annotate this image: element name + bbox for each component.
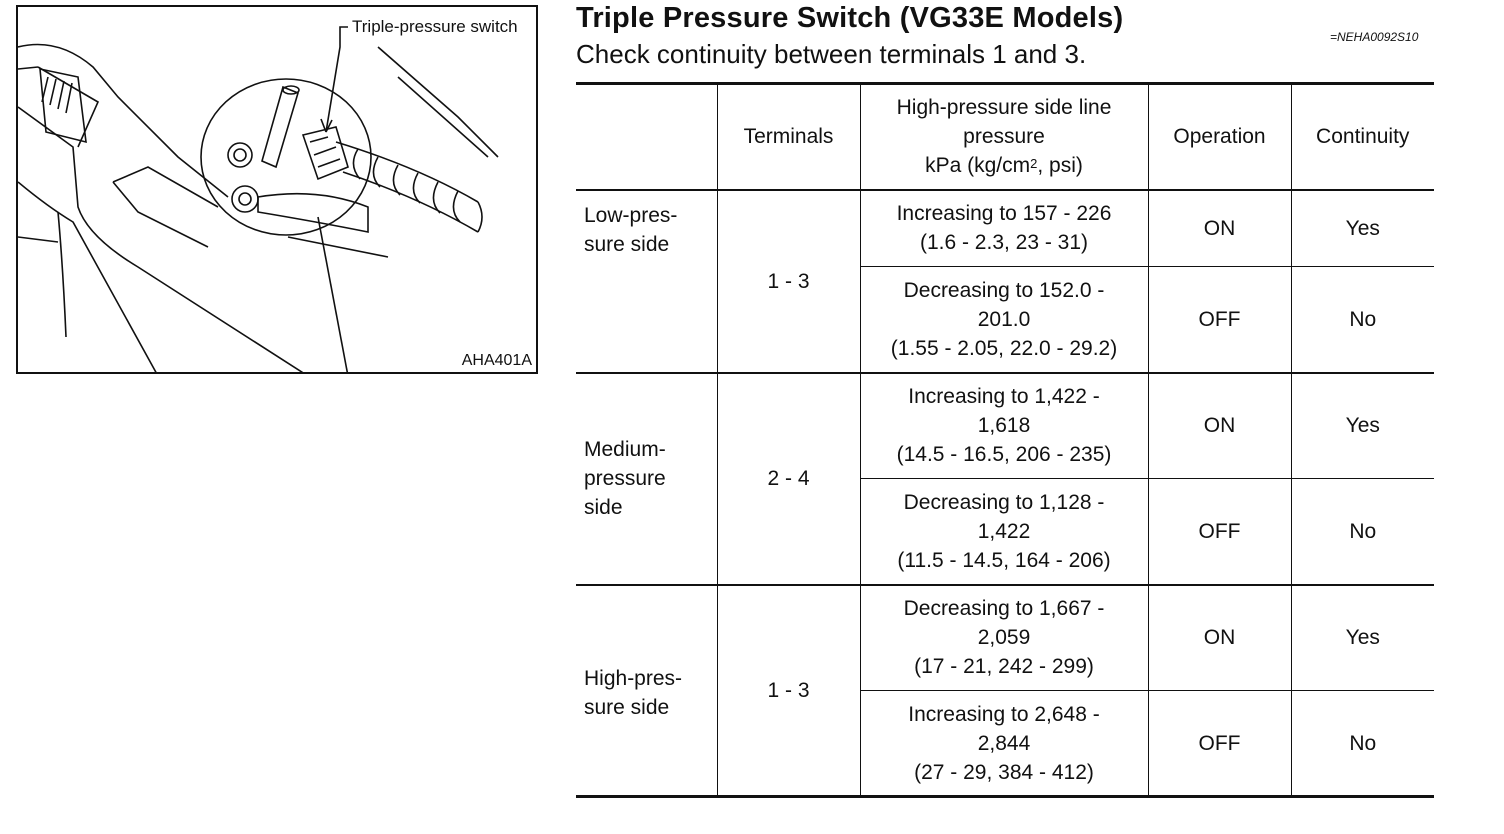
continuity-cell: No: [1290, 690, 1434, 798]
pressure-cell: Decreasing to 1,128 - 1,422 (11.5 - 14.5…: [859, 478, 1149, 585]
continuity-cell: No: [1290, 478, 1434, 585]
figure-code: AHA401A: [461, 352, 532, 369]
continuity-cell: Yes: [1290, 371, 1434, 479]
pressure-switch-table: Terminals High-pressure side line pressu…: [576, 82, 1434, 798]
terminals-cell: 1 - 3: [716, 583, 861, 798]
pressure-cell: Increasing to 1,422 - 1,618 (14.5 - 16.5…: [859, 371, 1149, 479]
header-pressure-label: High-pressure side line pressure: [896, 96, 1112, 149]
continuity-cell: Yes: [1290, 188, 1434, 267]
side-label: Medium-pressure side: [576, 371, 718, 585]
header-terminals: Terminals: [716, 82, 861, 191]
table-row: High-pres-sure side 1 - 3 Decreasing to …: [576, 583, 1434, 798]
table-row: Decreasing to 1,128 - 1,422 (11.5 - 14.5…: [576, 478, 1434, 585]
table-row: Increasing to 2,648 - 2,844 (27 - 29, 38…: [576, 690, 1434, 798]
pressure-cell: Decreasing to 152.0 - 201.0 (1.55 - 2.05…: [859, 266, 1149, 373]
terminals-cell: 2 - 4: [716, 371, 861, 585]
header-pressure-unit: kPa (kg/cm2, psi): [925, 154, 1083, 178]
pressure-cell: Increasing to 2,648 - 2,844 (27 - 29, 38…: [859, 690, 1149, 798]
continuity-cell: No: [1290, 266, 1434, 373]
table-row: Low-pres-sure side 1 - 3 Increasing to 1…: [576, 188, 1434, 373]
callout-label: Triple-pressure switch: [352, 17, 518, 36]
side-label: High-pres-sure side: [576, 583, 718, 798]
continuity-cell: Yes: [1290, 583, 1434, 691]
header-pressure: High-pressure side line pressure kPa (kg…: [859, 82, 1149, 191]
section-title: Triple Pressure Switch (VG33E Models): [576, 2, 1124, 34]
side-label: Low-pres-sure side: [576, 188, 718, 373]
operation-cell: ON: [1147, 371, 1292, 479]
header-operation: Operation: [1147, 82, 1292, 191]
operation-cell: OFF: [1147, 690, 1292, 798]
switch-illustration: Triple-pressure switch AHA401A: [16, 5, 538, 374]
table-row: Decreasing to 152.0 - 201.0 (1.55 - 2.05…: [576, 266, 1434, 373]
operation-cell: OFF: [1147, 266, 1292, 373]
pressure-cell: Decreasing to 1,667 - 2,059 (17 - 21, 24…: [859, 583, 1149, 691]
operation-cell: ON: [1147, 188, 1292, 267]
terminals-cell: 1 - 3: [716, 188, 861, 373]
operation-cell: OFF: [1147, 478, 1292, 585]
pressure-cell: Increasing to 157 - 226 (1.6 - 2.3, 23 -…: [859, 188, 1149, 267]
header-side: [576, 82, 718, 191]
engine-bay-drawing: [18, 26, 499, 372]
instruction-text: Check continuity between terminals 1 and…: [576, 39, 1087, 69]
table-header-row: Terminals High-pressure side line pressu…: [576, 82, 1434, 191]
operation-cell: ON: [1147, 583, 1292, 691]
table-row: Medium-pressure side 2 - 4 Increasing to…: [576, 371, 1434, 585]
document-id: =NEHA0092S10: [1330, 30, 1419, 44]
header-continuity: Continuity: [1290, 82, 1434, 191]
